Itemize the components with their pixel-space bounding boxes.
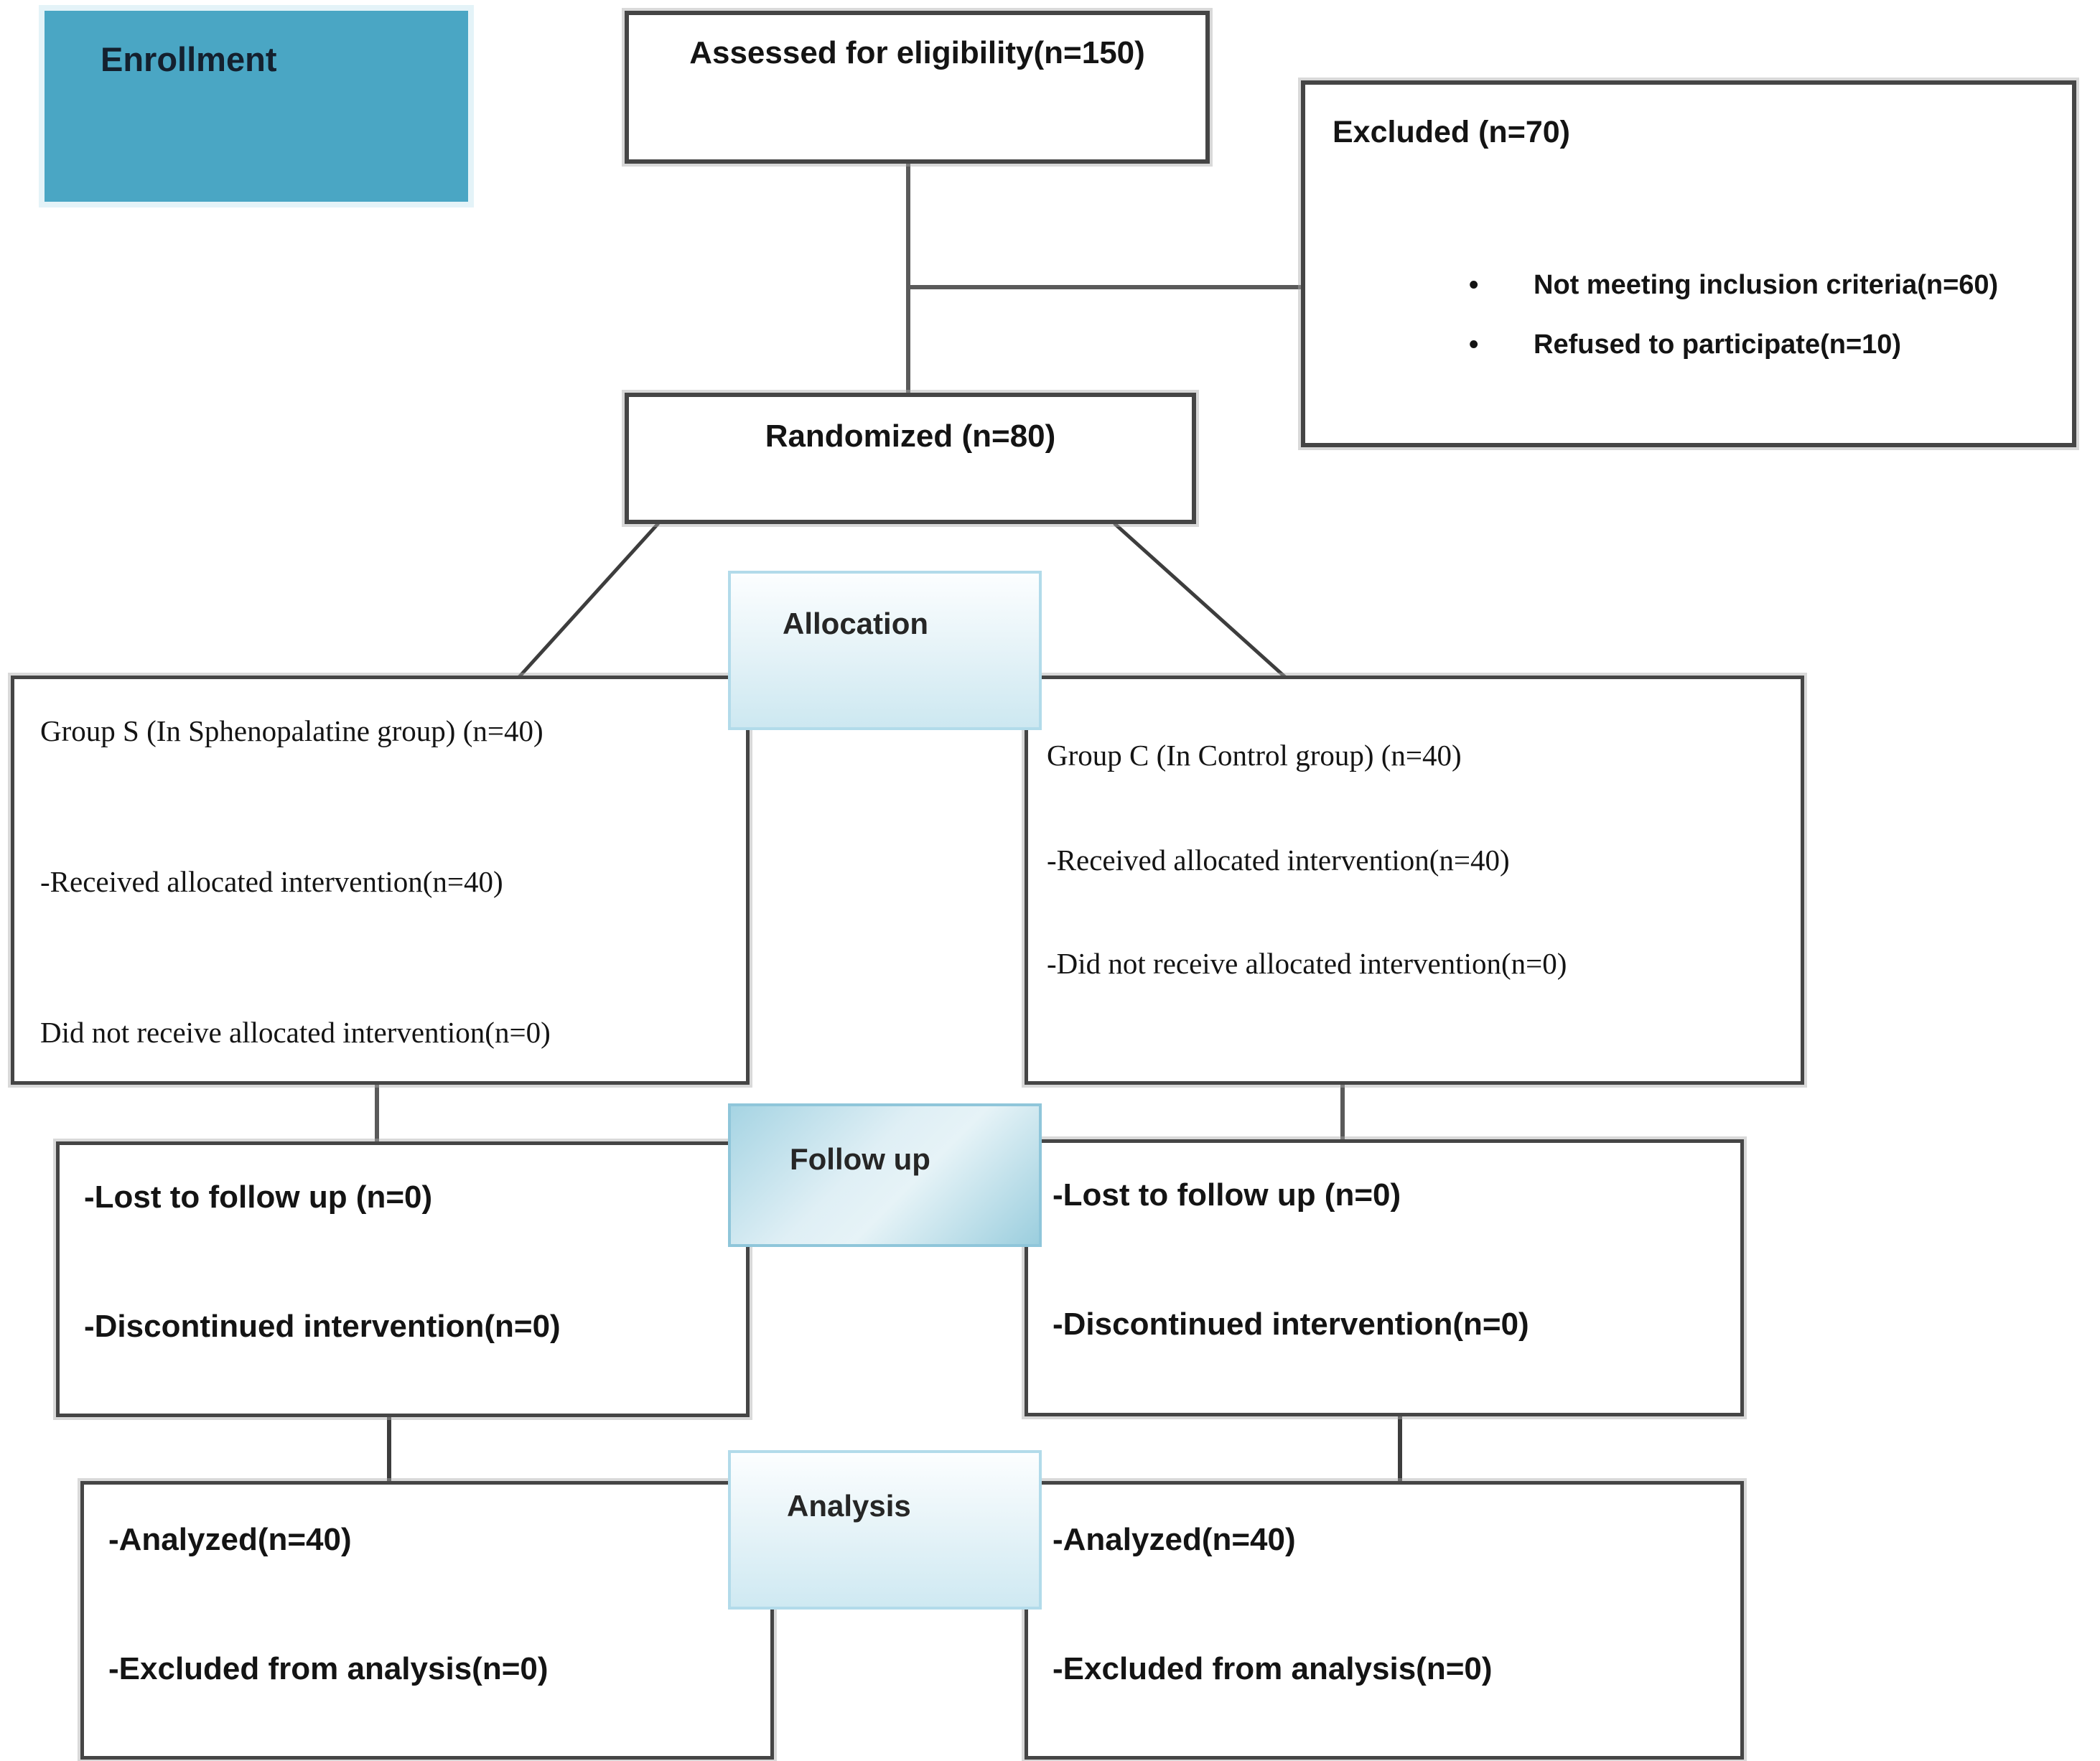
- analysis-stage-label: Analysis: [787, 1489, 911, 1523]
- excluded-item: • Not meeting inclusion criteria(n=60): [1469, 270, 2058, 301]
- randomized-text: Randomized (n=80): [765, 419, 1056, 454]
- followup-right-lost: -Lost to follow up (n=0): [1053, 1177, 1401, 1213]
- connector-randomized-to-group-s: [518, 522, 660, 678]
- analysis-stage-box: Analysis: [728, 1450, 1042, 1610]
- followup-stage-box: Follow up: [728, 1103, 1042, 1247]
- followup-left-lost: -Lost to follow up (n=0): [84, 1180, 433, 1215]
- allocation-stage-label: Allocation: [783, 607, 929, 640]
- bullet-icon: •: [1469, 270, 1479, 300]
- analysis-right-analyzed: -Analyzed(n=40): [1053, 1522, 1296, 1557]
- followup-right-box: -Lost to follow up (n=0) -Discontinued i…: [1025, 1139, 1744, 1416]
- excluded-box: Excluded (n=70) • Not meeting inclusion …: [1301, 80, 2076, 447]
- enrollment-stage-label: Enrollment: [101, 40, 277, 78]
- group-s-title: Group S (In Sphenopalatine group) (n=40): [40, 714, 543, 747]
- bullet-icon: •: [1469, 330, 1479, 360]
- group-c-received: -Received allocated intervention(n=40): [1047, 844, 1510, 877]
- analysis-right-excluded: -Excluded from analysis(n=0): [1053, 1651, 1493, 1686]
- followup-stage-label: Follow up: [790, 1142, 930, 1176]
- analysis-left-analyzed: -Analyzed(n=40): [108, 1522, 352, 1557]
- assessed-text: Assessed for eligibility(n=150): [689, 35, 1145, 70]
- analysis-left-excluded: -Excluded from analysis(n=0): [108, 1651, 549, 1686]
- group-c-title: Group C (In Control group) (n=40): [1047, 739, 1462, 772]
- analysis-right-box: -Analyzed(n=40) -Excluded from analysis(…: [1025, 1481, 1744, 1760]
- excluded-items: • Not meeting inclusion criteria(n=60) •…: [1469, 270, 2058, 389]
- assessed-box: Assessed for eligibility(n=150): [625, 11, 1210, 164]
- followup-left-box: -Lost to follow up (n=0) -Discontinued i…: [56, 1141, 750, 1417]
- group-c-box: Group C (In Control group) (n=40) -Recei…: [1025, 676, 1804, 1085]
- group-s-box: Group S (In Sphenopalatine group) (n=40)…: [11, 676, 750, 1085]
- allocation-stage-box: Allocation: [728, 571, 1042, 730]
- enrollment-stage-box: Enrollment: [45, 11, 468, 202]
- randomized-box: Randomized (n=80): [625, 393, 1196, 524]
- excluded-title: Excluded (n=70): [1333, 115, 1570, 149]
- connector-randomized-to-group-c: [1113, 522, 1287, 678]
- group-s-received: -Received allocated intervention(n=40): [40, 865, 503, 898]
- excluded-item-text: Not meeting inclusion criteria(n=60): [1534, 270, 1999, 300]
- followup-left-discontinued: -Discontinued intervention(n=0): [84, 1309, 561, 1344]
- excluded-item-text: Refused to participate(n=10): [1534, 330, 1902, 360]
- excluded-item: • Refused to participate(n=10): [1469, 330, 2058, 360]
- followup-right-discontinued: -Discontinued intervention(n=0): [1053, 1307, 1529, 1342]
- group-s-not-received: Did not receive allocated intervention(n…: [40, 1016, 551, 1049]
- analysis-left-box: -Analyzed(n=40) -Excluded from analysis(…: [80, 1481, 774, 1760]
- group-c-not-received: -Did not receive allocated intervention(…: [1047, 947, 1567, 980]
